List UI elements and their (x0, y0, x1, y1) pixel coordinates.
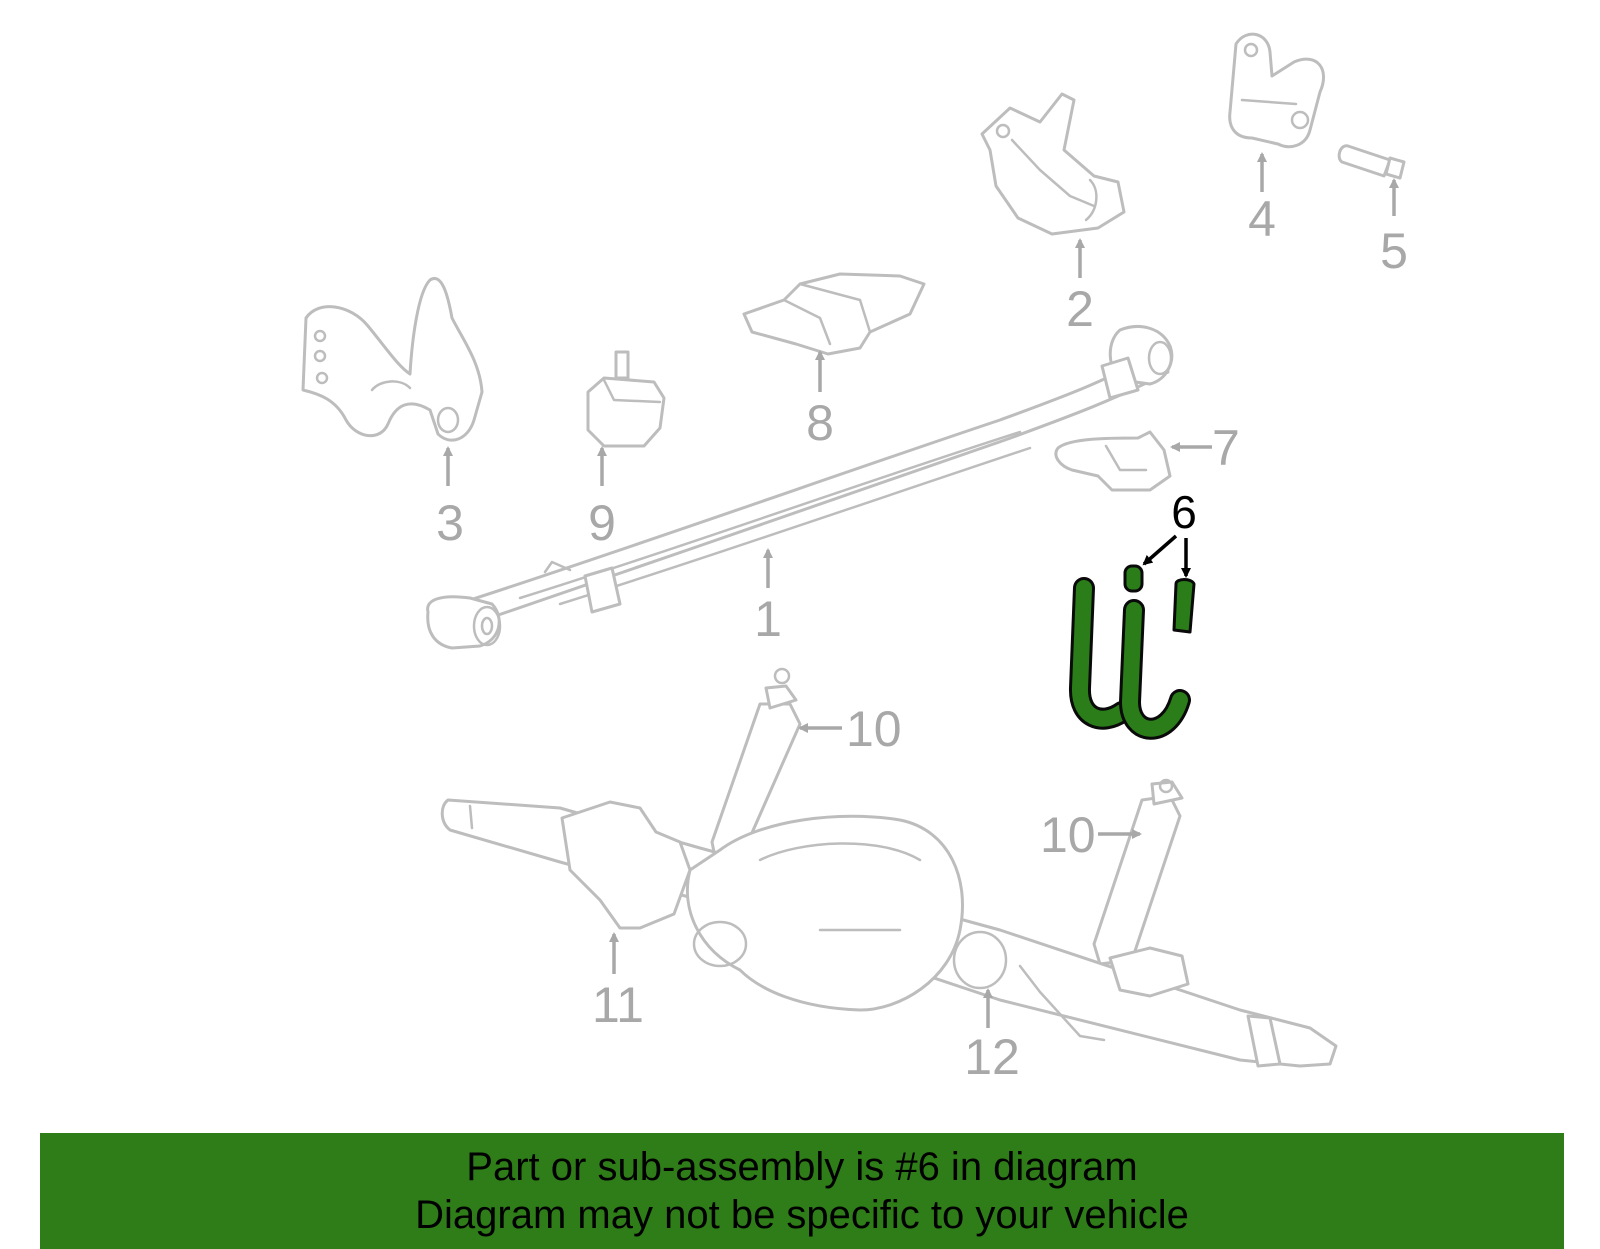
callout-10-lower: 10 (1040, 807, 1096, 863)
callout-1: 1 (754, 591, 782, 647)
spring-bracket (980, 92, 1126, 236)
callout-6: 6 (1171, 486, 1197, 538)
callout-11: 11 (592, 977, 644, 1033)
shackle-bolt (1337, 144, 1406, 180)
banner-line-part: Part or sub-assembly is #6 in diagram (466, 1145, 1138, 1189)
callout-8: 8 (806, 395, 834, 451)
callout-7: 7 (1212, 420, 1240, 476)
callout-5: 5 (1380, 223, 1408, 279)
rear-hanger (301, 276, 484, 442)
callout-12: 12 (964, 1029, 1020, 1085)
axle-housing (440, 798, 1338, 1068)
parts-diagram: 1 2 3 4 5 6 7 8 9 10 10 11 12 (301, 32, 1408, 1085)
banner-line-disclaimer: Diagram may not be specific to your vehi… (415, 1193, 1189, 1237)
callout-3: 3 (436, 495, 464, 551)
shock-absorber-lower (1092, 778, 1184, 966)
spring-plate (742, 272, 926, 356)
callout-4: 4 (1248, 191, 1276, 247)
u-bolt-nut-left (1123, 564, 1144, 593)
u-bolt-nut-right (1172, 578, 1196, 634)
spring-clip (1054, 430, 1172, 492)
callout-9: 9 (588, 495, 616, 551)
u-bolt-assembly (1069, 564, 1196, 740)
leaf-spring (426, 325, 1174, 650)
callout-10-upper: 10 (846, 701, 902, 757)
shackle (1228, 32, 1326, 149)
callout-arrows (443, 152, 1399, 1028)
info-banner: Part or sub-assembly is #6 in diagram Di… (40, 1133, 1564, 1249)
callout-2: 2 (1066, 281, 1094, 337)
jounce-bumper (586, 350, 666, 448)
